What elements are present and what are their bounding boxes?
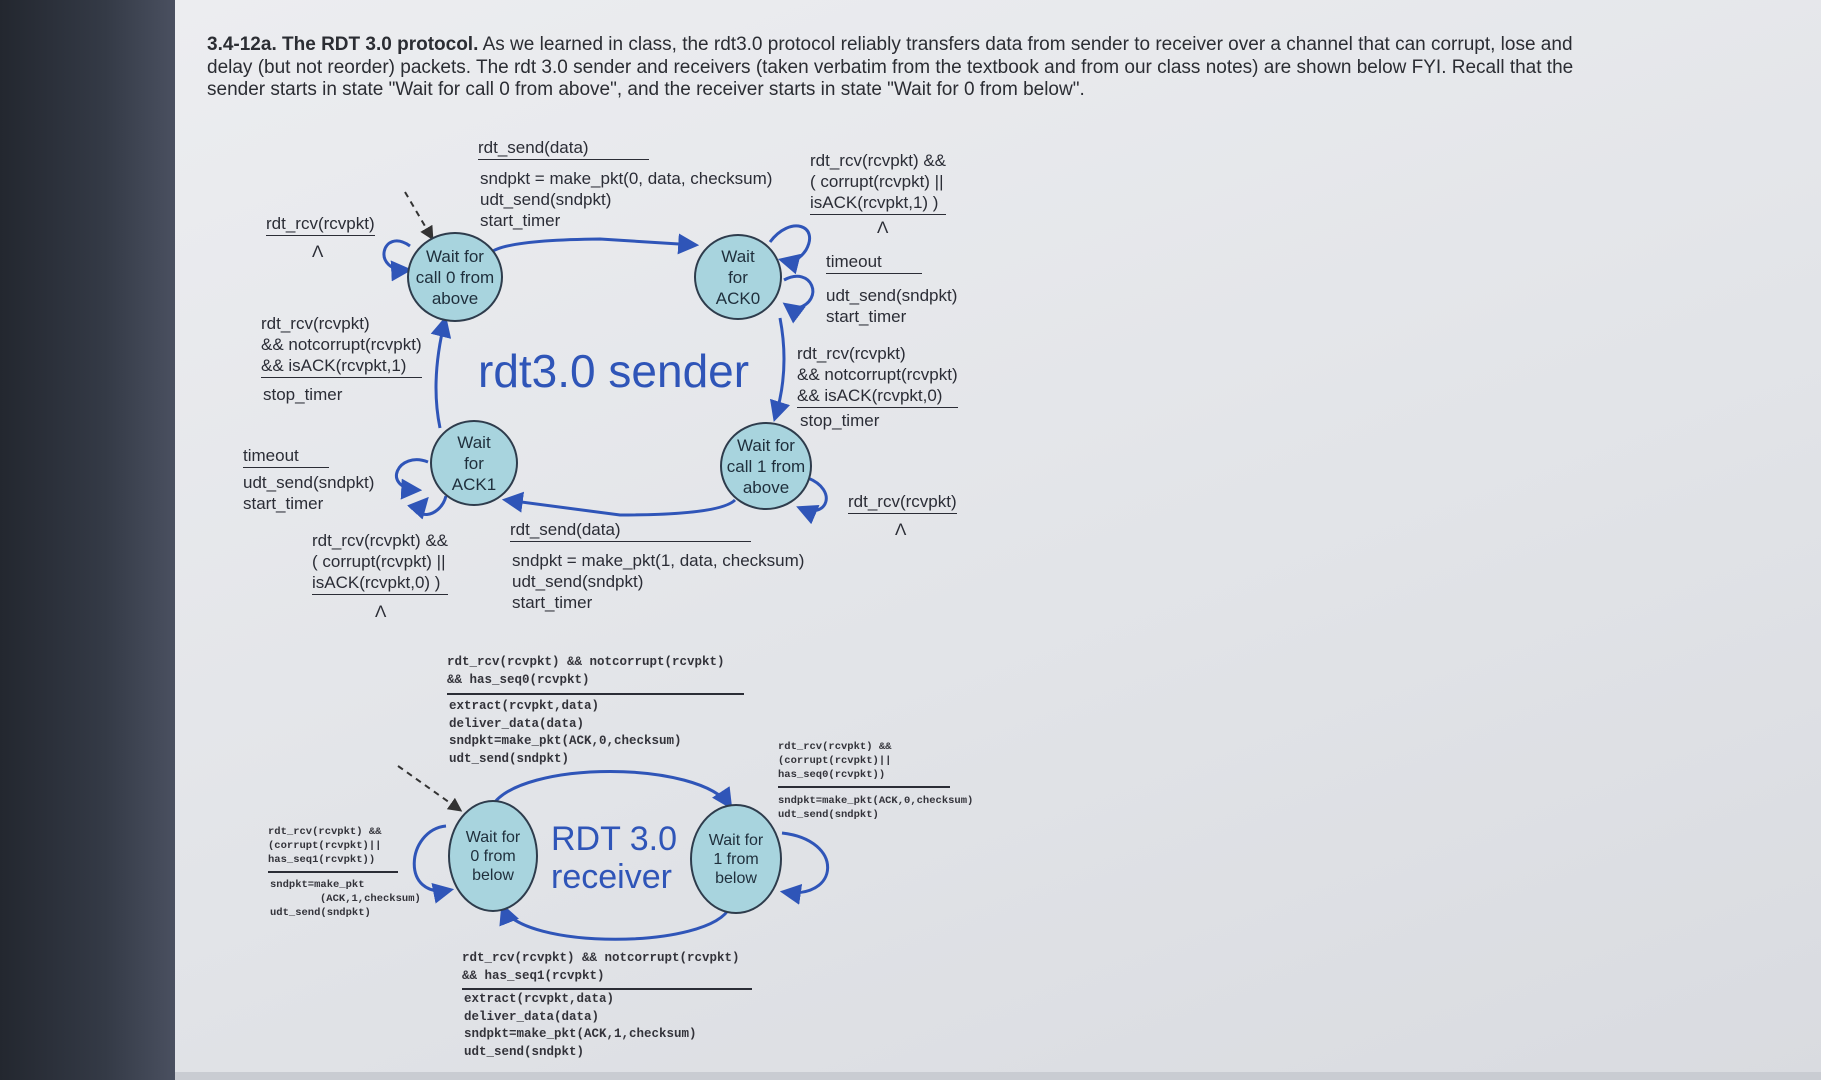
- question-text: 3.4-12a. The RDT 3.0 protocol. As we lea…: [207, 34, 1607, 102]
- arrow-wait0-to-wait1: [490, 770, 733, 810]
- receiver-title-line2: receiver: [551, 858, 672, 896]
- label-rcv-top-actions: extract(rcvpkt,data) deliver_data(data) …: [449, 699, 682, 766]
- question-body: As we learned in class, the rdt3.0 proto…: [207, 34, 1574, 100]
- label-call1-self-event: rdt_rcv(rcvpkt): [848, 492, 957, 514]
- label-send1-actions: sndpkt = make_pkt(1, data, checksum) udt…: [512, 551, 805, 612]
- label-rcv-left-actions: sndpkt=make_pkt (ACK,1,checksum) udt_sen…: [270, 879, 421, 919]
- label-ack1-self-event: rdt_rcv(rcvpkt) && ( corrupt(rcvpkt) || …: [312, 530, 449, 595]
- label-rcv-right-event: rdt_rcv(rcvpkt) && (corrupt(rcvpkt)|| ha…: [778, 741, 892, 781]
- separator-rcv-left: [268, 871, 398, 873]
- label-rcv-left-event: rdt_rcv(rcvpkt) && (corrupt(rcvpkt)|| ha…: [268, 826, 382, 866]
- label-ack0-ok-action: stop_timer: [800, 411, 880, 430]
- arrow-call1-to-ack1: [501, 491, 737, 517]
- label-send0-actions: sndpkt = make_pkt(0, data, checksum) udt…: [480, 169, 773, 230]
- label-ack1-self-action: Λ: [375, 602, 387, 621]
- label-send0-event: rdt_send(data): [478, 138, 649, 160]
- separator-rcv-top: [447, 693, 744, 695]
- separator-rcv-bottom: [462, 988, 752, 990]
- loop-ack0-top: [768, 224, 812, 275]
- label-ack0-self-event: rdt_rcv(rcvpkt) && ( corrupt(rcvpkt) || …: [810, 150, 947, 215]
- loop-call1: [796, 476, 828, 525]
- label-ack0-timeout-event: timeout: [826, 252, 922, 274]
- label-ack0-ok-event: rdt_rcv(rcvpkt) && notcorrupt(rcvpkt) &&…: [797, 343, 958, 408]
- arrow-wait1-to-wait0: [499, 903, 732, 941]
- question-title: The RDT 3.0 protocol.: [282, 34, 479, 55]
- arrow-ack1-to-call0: [430, 315, 452, 429]
- label-rcv-bottom-actions: extract(rcvpkt,data) deliver_data(data) …: [464, 992, 697, 1059]
- start-arrow-sender: [404, 191, 434, 241]
- start-arrow-receiver: [397, 765, 463, 812]
- label-ack0-timeout-actions: udt_send(sndpkt) start_timer: [826, 286, 958, 326]
- label-rcv-bottom-event: rdt_rcv(rcvpkt) && notcorrupt(rcvpkt) &&…: [462, 951, 740, 983]
- loop-ack1-bottom: [406, 495, 448, 520]
- label-send1-event: rdt_send(data): [510, 520, 751, 542]
- label-ack1-timeout-event: timeout: [243, 446, 329, 468]
- label-ack1-timeout-actions: udt_send(sndpkt) start_timer: [243, 473, 375, 513]
- label-ack1-ok-action: stop_timer: [263, 385, 343, 404]
- label-ack1-ok-event: rdt_rcv(rcvpkt) && notcorrupt(rcvpkt) &&…: [261, 313, 422, 378]
- label-call0-self-event: rdt_rcv(rcvpkt): [266, 214, 375, 236]
- label-ack0-self-action: Λ: [877, 218, 889, 237]
- loop-wait1: [779, 831, 830, 905]
- separator-rcv-right: [778, 786, 950, 788]
- monitor-bezel: [0, 0, 175, 1080]
- label-rcv-right-actions: sndpkt=make_pkt(ACK,0,checksum) udt_send…: [778, 795, 974, 821]
- arrow-ack0-to-call1: [769, 317, 791, 423]
- loop-ack0-timeout: [782, 274, 815, 324]
- screen-bottom-edge: [175, 1072, 1821, 1080]
- receiver-title-line1: RDT 3.0: [551, 820, 677, 858]
- question-number: 3.4-12a.: [207, 34, 277, 55]
- loop-wait0: [412, 824, 455, 904]
- loop-ack1-left: [395, 458, 429, 500]
- loop-call0: [382, 239, 413, 282]
- label-call0-self-action: Λ: [312, 242, 324, 261]
- label-rcv-top-event: rdt_rcv(rcvpkt) && notcorrupt(rcvpkt) &&…: [447, 655, 725, 687]
- arrow-call0-to-ack0: [489, 233, 700, 255]
- sender-title: rdt3.0 sender: [478, 345, 750, 397]
- label-call1-self-action: Λ: [895, 520, 907, 539]
